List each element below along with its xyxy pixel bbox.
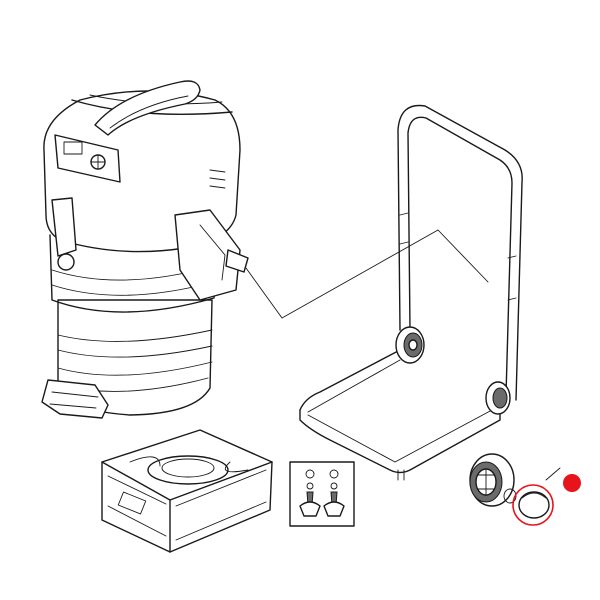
trolley-frame (299, 104, 523, 481)
leader-line-vacuum (245, 229, 439, 319)
wheel-part (469, 453, 515, 507)
red-ring-icon (512, 484, 554, 526)
trolley-wheel (485, 381, 511, 415)
storage-box (101, 429, 273, 553)
washer-part (503, 488, 517, 504)
red-dot-icon (563, 474, 581, 492)
leader-line-trolley (437, 229, 489, 283)
vacuum-cleaner (41, 80, 249, 419)
trolley-wheel (395, 326, 425, 364)
screw-kit (289, 461, 355, 527)
hub-cap-part (518, 467, 561, 519)
